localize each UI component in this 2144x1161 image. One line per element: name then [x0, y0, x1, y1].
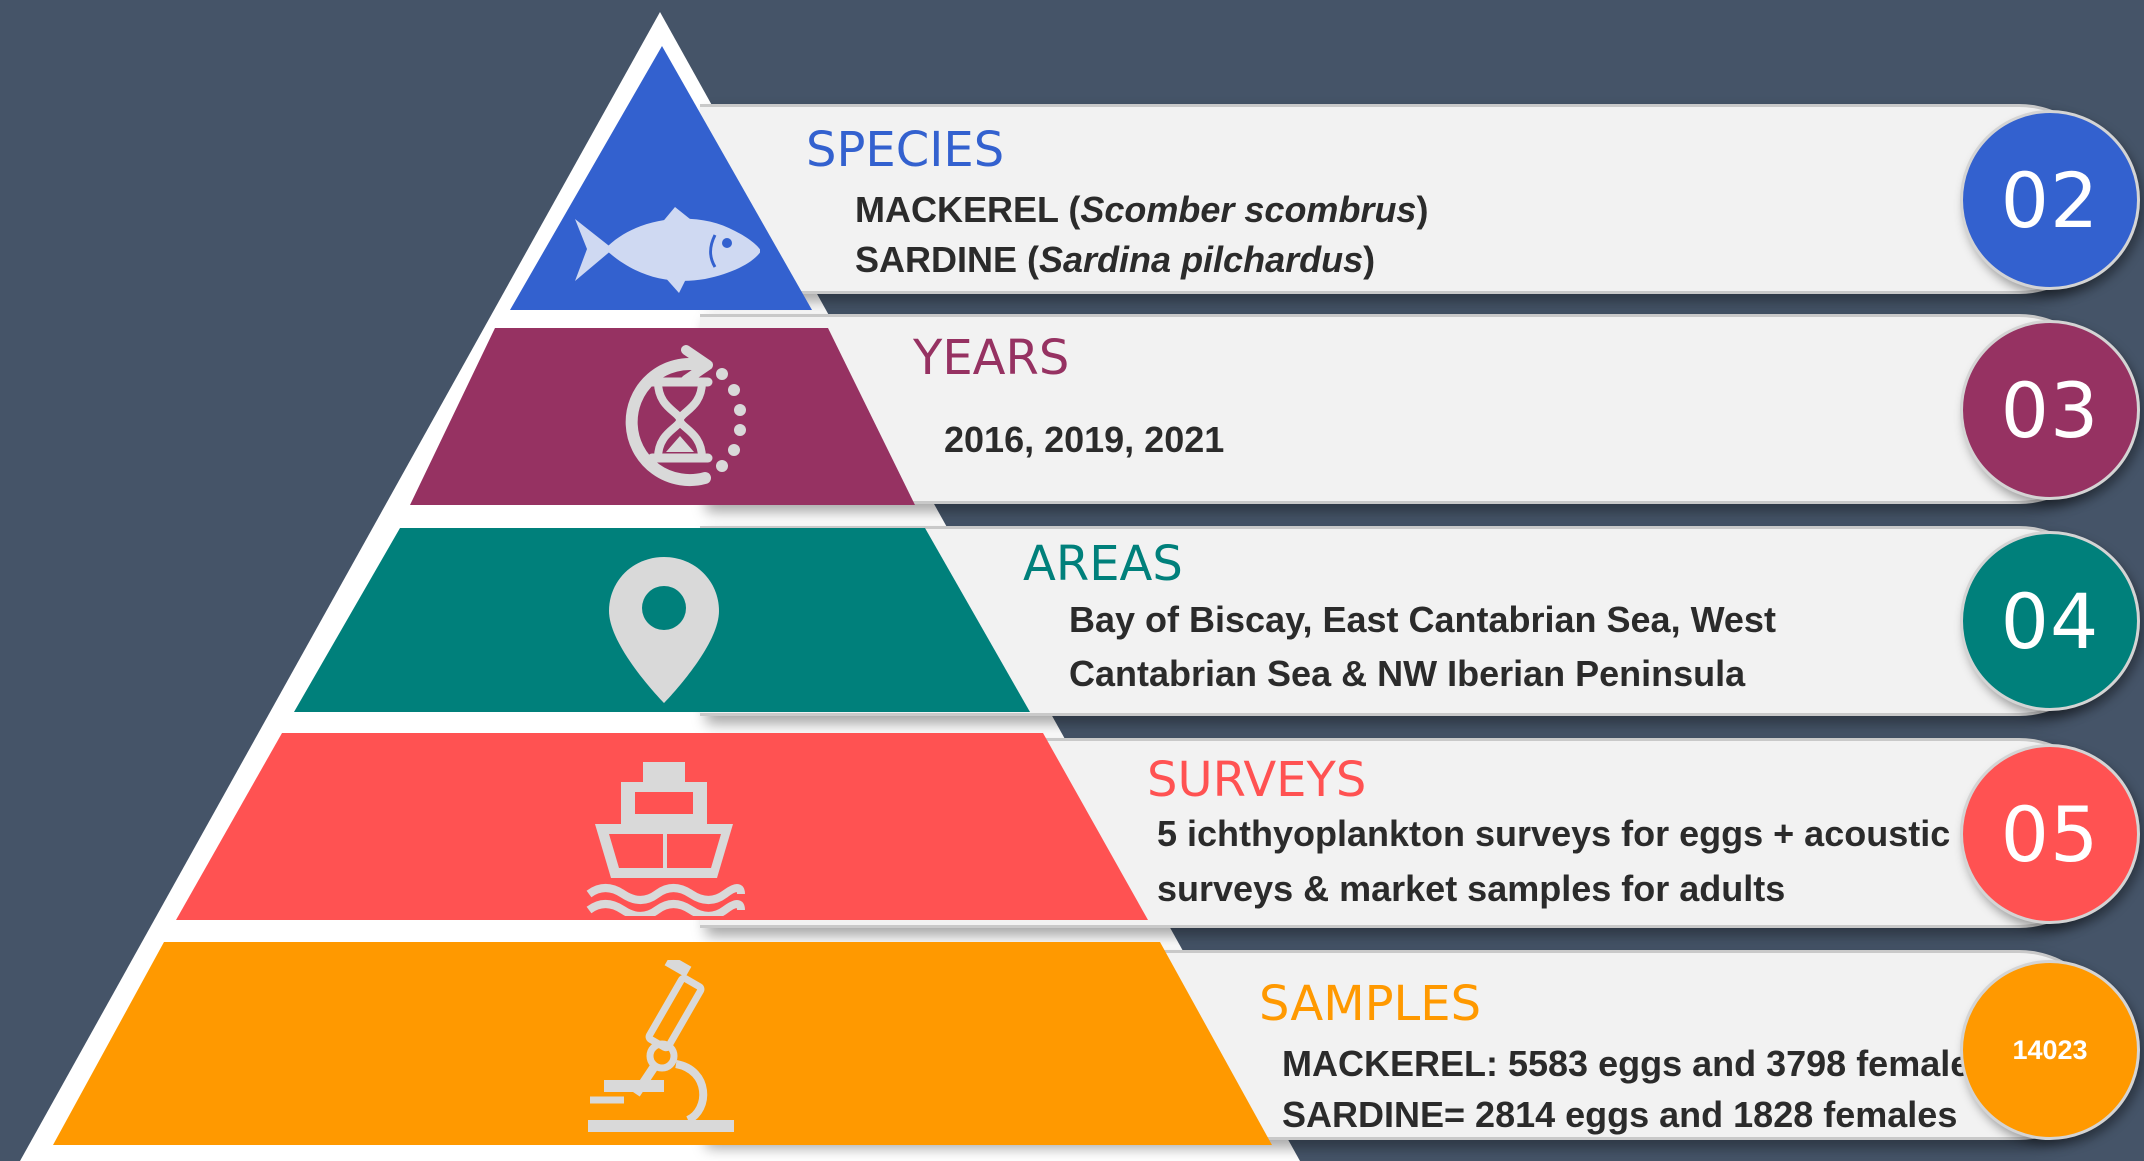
- surveys-line-1: 5 ichthyoplankton surveys for eggs + aco…: [1157, 813, 1951, 854]
- years-count-badge: 03: [1960, 320, 2140, 500]
- areas-line-2: Cantabrian Sea & NW Iberian Peninsula: [1069, 653, 1746, 694]
- areas-count-badge: 04: [1960, 531, 2140, 711]
- samples-count-badge: 14023: [1960, 960, 2140, 1140]
- surveys-title: SURVEYS: [1147, 752, 1367, 808]
- species-line-mackerel-name: MACKEREL (: [855, 189, 1081, 230]
- years-title: YEARS: [913, 330, 1070, 386]
- samples-title: SAMPLES: [1259, 976, 1482, 1032]
- samples-line-sardine: SARDINE= 2814 eggs and 1828 females: [1282, 1094, 1958, 1135]
- species-count-badge: 02: [1960, 110, 2140, 290]
- map-pin-icon: [609, 557, 719, 703]
- areas-title: AREAS: [1023, 536, 1183, 592]
- ship-icon: [586, 762, 745, 916]
- species-line-mackerel-close: ): [1416, 189, 1429, 230]
- card-years: [700, 314, 2114, 504]
- areas-line-1: Bay of Biscay, East Cantabrian Sea, West: [1069, 599, 1776, 640]
- species-line-sardine: SARDINE (Sardina pilchardus): [855, 242, 1375, 278]
- card-species: [700, 104, 2114, 294]
- species-line-mackerel: MACKEREL (Scomber scombrus): [855, 192, 1428, 228]
- species-line-sardine-close: ): [1363, 239, 1376, 280]
- hourglass-icon: [625, 345, 746, 486]
- tier-years: [410, 328, 915, 505]
- surveys-line-2: surveys & market samples for adults: [1157, 868, 1786, 909]
- years-line: 2016, 2019, 2021: [944, 419, 1225, 460]
- species-line-mackerel-latin: Scomber scombrus: [1080, 189, 1417, 230]
- microscope-icon: [588, 960, 734, 1132]
- species-line-sardine-name: SARDINE (: [855, 239, 1040, 280]
- species-title: SPECIES: [806, 122, 1005, 178]
- samples-line-mackerel: MACKEREL: 5583 eggs and 3798 females: [1282, 1043, 1991, 1084]
- surveys-count-badge: 05: [1960, 744, 2140, 924]
- fish-icon: [575, 207, 760, 293]
- species-line-sardine-latin: Sardina pilchardus: [1039, 239, 1364, 280]
